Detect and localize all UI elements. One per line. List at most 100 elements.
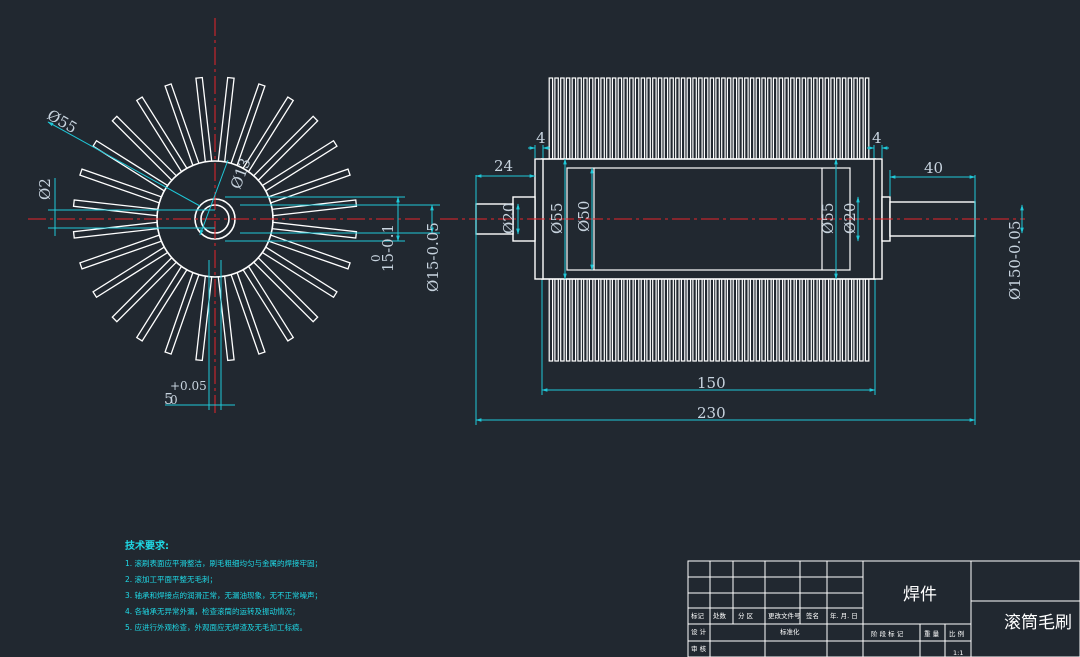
notes-item-4: 4. 各轴承无异常外漏，检查滚筒的运转及振动情况；	[125, 606, 300, 616]
side-bristle	[72, 199, 162, 217]
front-bristle-top	[669, 77, 674, 160]
front-bristle-top	[629, 77, 634, 160]
front-bristle-top	[617, 77, 623, 160]
front-bristle-top	[652, 77, 657, 160]
side-bristle	[250, 254, 319, 323]
technical-notes: 技术要求: 1. 滚刷表面应平滑整洁，刷毛粗细均匀与金属的焊接牢固； 2. 滚加…	[125, 539, 322, 632]
front-bristle-bottom	[657, 278, 663, 362]
front-bristle-top	[813, 77, 818, 160]
title-block-label-date: 年. 月. 日	[830, 611, 858, 620]
front-bristle-top	[853, 77, 858, 160]
dim-side-key-tol-low: 0	[170, 393, 178, 407]
front-bristle-bottom	[726, 278, 732, 362]
front-bristle-top	[548, 77, 554, 160]
notes-item-1: 1. 滚刷表面应平滑整洁，刷毛粗细均匀与金属的焊接牢固；	[125, 558, 322, 568]
front-bristle-top	[571, 77, 577, 160]
notes-item-5: 5. 应进行外观检查，外观面应无焊渣及无毛加工标痕。	[125, 622, 307, 632]
dim-front-flange-dia-right: Ø55	[819, 203, 837, 234]
title-block-label-review: 审 核	[691, 644, 707, 653]
front-bristle-bottom	[652, 278, 657, 362]
side-bristle	[195, 272, 213, 362]
front-bristle-top	[818, 77, 824, 160]
front-bristle-top	[801, 77, 807, 160]
front-bristle-top	[772, 77, 778, 160]
dim-front-shaft-tol-left: Ø15-0.05	[424, 222, 442, 292]
front-bristle-bottom	[778, 278, 784, 362]
front-bristle-top	[698, 77, 703, 160]
front-bristle-top	[836, 77, 841, 160]
front-bristle-top	[583, 77, 588, 160]
dim-front-shaft-dia-left: Ø20	[500, 203, 518, 234]
dim-front-step-right: 4	[872, 129, 882, 147]
side-bristle	[111, 115, 180, 184]
front-bristle-bottom	[692, 278, 697, 362]
front-bristle-top	[738, 77, 743, 160]
side-bristle	[164, 83, 201, 169]
front-bristle-bottom	[744, 278, 749, 362]
front-bristle-top	[611, 77, 617, 160]
dim-side-key-width: 5	[164, 390, 174, 408]
front-bristle-top	[686, 77, 692, 160]
front-bristle-bottom	[571, 278, 577, 362]
front-bristle-bottom	[703, 278, 709, 362]
side-bristle	[217, 272, 235, 362]
front-bristle-top	[703, 77, 709, 160]
front-bristle-bottom	[588, 278, 594, 362]
side-bristle	[195, 76, 213, 166]
front-bristle-bottom	[864, 278, 870, 362]
side-bristle	[268, 221, 358, 239]
front-bristle-top	[646, 77, 651, 160]
front-bristle-top	[634, 77, 640, 160]
notes-item-2: 2. 滚加工平面平整无毛刺；	[125, 574, 217, 584]
title-block	[687, 560, 1080, 657]
front-bristle-bottom	[698, 278, 703, 362]
front-bristle-top	[675, 77, 680, 160]
side-bristle	[229, 269, 266, 355]
front-bristle-bottom	[836, 278, 841, 362]
front-view: 4 4 24 40 Ø20 Ø55 Ø50 Ø55 Ø20 Ø15-0.05 Ø…	[424, 77, 1025, 425]
front-bristle-bottom	[686, 278, 692, 362]
title-block-label-sign: 签名	[806, 611, 819, 620]
front-bristle-bottom	[554, 278, 559, 362]
front-bristle-bottom	[709, 278, 715, 362]
front-bristle-top	[864, 77, 870, 160]
front-bristle-top	[588, 77, 594, 160]
side-bristle	[265, 233, 351, 270]
front-bristle-top	[623, 77, 628, 160]
front-bristle-bottom	[629, 278, 634, 362]
front-bristle-bottom	[841, 278, 847, 362]
dim-front-outer-dia: Ø150-0.05	[1006, 221, 1024, 300]
front-bristle-top	[767, 77, 772, 160]
front-bristle-top	[755, 77, 761, 160]
side-bristle	[229, 83, 266, 169]
dim-side-key-tol: +0.05	[170, 379, 207, 393]
front-bristle-bottom	[611, 278, 617, 362]
side-bristle	[164, 269, 201, 355]
front-bristle-bottom	[784, 278, 789, 362]
side-bristle	[217, 76, 235, 166]
dim-side-bore: 15-0.1	[379, 224, 397, 272]
dim-front-flange-dia-left: Ø55	[548, 203, 566, 234]
front-bristle-top	[594, 77, 600, 160]
title-block-label-scale: 比 例	[949, 629, 964, 638]
dim-side-outer-dia: Ø55	[44, 106, 80, 137]
dim-side-bore-tol: 0	[369, 254, 383, 262]
front-bristle-top	[847, 77, 853, 160]
front-bristle-bottom	[813, 278, 818, 362]
front-bristle-bottom	[755, 278, 761, 362]
title-block-label-count: 处数	[713, 611, 727, 620]
title-block-part-name: 滚筒毛刷	[1004, 613, 1072, 633]
front-bristle-top	[680, 77, 686, 160]
front-bristle-bottom	[577, 278, 582, 362]
front-bristle-top	[749, 77, 755, 160]
front-bristle-bottom	[715, 278, 720, 362]
front-bristle-bottom	[859, 278, 864, 362]
front-bristle-bottom	[818, 278, 824, 362]
front-bristle-top	[709, 77, 715, 160]
front-bristle-top	[830, 77, 835, 160]
dim-front-step-left: 4	[536, 129, 546, 147]
title-block-scale: 1:1	[953, 649, 963, 657]
title-block-label-stage: 阶 段 标 记	[871, 629, 904, 638]
front-bristle-top	[721, 77, 726, 160]
